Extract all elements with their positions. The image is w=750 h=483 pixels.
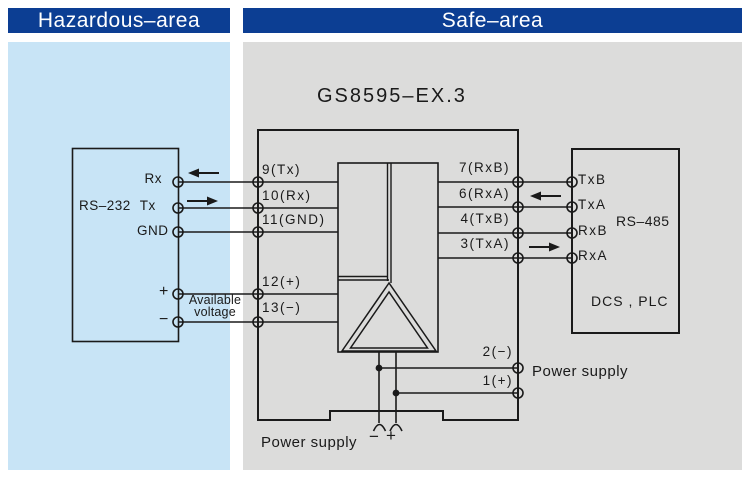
isolator-box: [257, 129, 519, 421]
power-supply-bottom-label: Power supply: [261, 434, 358, 451]
isolation-amplifier-symbol: [337, 162, 439, 353]
arrow-right-icon: [529, 242, 560, 252]
terminal-11-gnd-label: 11(GND): [262, 212, 326, 227]
isolator-model-title: GS8595–EX.3: [317, 85, 467, 107]
power-wires: [378, 352, 518, 423]
terminal-1-plus-label: 1(+): [482, 373, 513, 388]
rs485-device-box: [571, 148, 680, 334]
rs232-tx-label: RS–232 Tx: [79, 198, 156, 213]
terminal-2-minus-label: 2(−): [482, 344, 513, 359]
rs232-plus-label: +: [159, 283, 169, 300]
rs485-rxb-label: RxB: [578, 223, 609, 238]
safe-area-panel: [243, 42, 742, 470]
terminal-7-rxb-label: 7(RxB): [458, 160, 510, 175]
terminal-13-minus-label: 13(−): [262, 300, 302, 315]
rs232-rx-label: Rx: [144, 171, 162, 186]
arrow-left-icon: [530, 191, 561, 201]
safe-area-header: Safe–area: [243, 8, 742, 33]
terminal-4-txb-label: 4(TxB): [460, 211, 510, 226]
terminal-10-rx-label: 10(Rx): [262, 188, 312, 203]
dcs-plc-label: DCS , PLC: [591, 293, 669, 309]
rs485-rxa-label: RxA: [578, 248, 609, 263]
rs485-txb-label: TxB: [578, 172, 607, 187]
available-voltage-label: Available voltage: [188, 293, 242, 319]
signal-direction-arrows: [187, 168, 561, 252]
arrow-right-icon: [187, 196, 218, 206]
terminal-9-tx-label: 9(Tx): [262, 162, 301, 177]
junction-dots: [375, 364, 400, 397]
arrow-left-icon: [188, 168, 219, 178]
rs485-bus-label: RS–485: [616, 213, 670, 229]
rs232-minus-label: −: [159, 311, 169, 328]
terminal-3-txa-label: 3(TxA): [460, 236, 510, 251]
power-minus-label: −: [369, 427, 380, 446]
rs485-txa-label: TxA: [578, 197, 607, 212]
rs232-gnd-label: GND: [137, 223, 169, 238]
power-connector-arcs: [372, 423, 403, 432]
terminal-6-rxa-label: 6(RxA): [458, 186, 510, 201]
hazardous-area-panel: [8, 42, 230, 470]
rs232-device-box: [71, 147, 180, 343]
hazardous-area-header: Hazardous–area: [8, 8, 230, 33]
terminal-circles: [172, 176, 578, 399]
terminal-12-plus-label: 12(+): [262, 274, 302, 289]
power-supply-right-label: Power supply: [532, 363, 629, 380]
power-plus-label: +: [386, 426, 397, 445]
signal-wires: [178, 181, 572, 323]
